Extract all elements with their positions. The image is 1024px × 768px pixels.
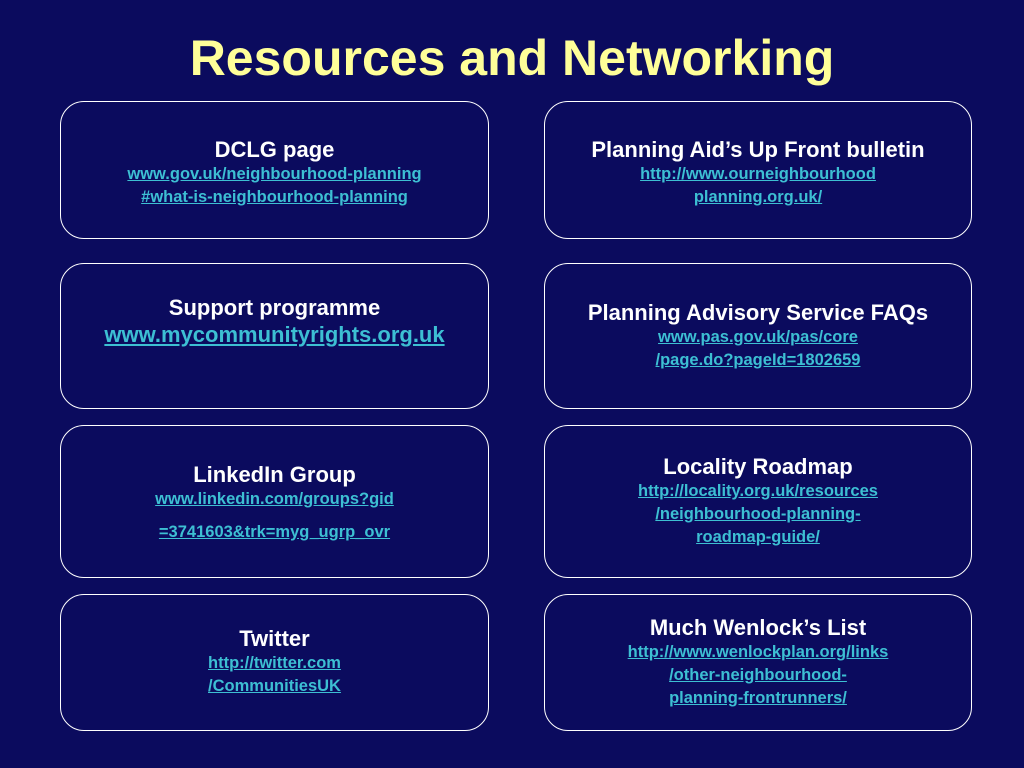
linkedin-link-line-1[interactable]: www.linkedin.com/groups?gid: [155, 490, 394, 508]
card-heading: DCLG page: [214, 137, 335, 162]
link-group: http://twitter.com /CommunitiesUK: [208, 652, 341, 698]
resource-card-dclg: DCLG page www.gov.uk/neighbourhood-plann…: [60, 101, 489, 239]
link-group: www.mycommunityrights.org.uk: [104, 321, 444, 349]
wenlock-link-line-1[interactable]: http://www.wenlockplan.org/links: [627, 643, 889, 661]
resource-card-much-wenlock: Much Wenlock’s List http://www.wenlockpl…: [544, 594, 972, 731]
card-heading: LinkedIn Group: [193, 462, 356, 487]
card-heading: Support programme: [168, 295, 381, 320]
pas-link-line-2[interactable]: /page.do?pageId=1802659: [655, 351, 861, 369]
locality-link-line-2[interactable]: /neighbourhood-planning-: [655, 505, 861, 523]
resource-card-twitter: Twitter http://twitter.com /CommunitiesU…: [60, 594, 489, 731]
link-group: www.pas.gov.uk/pas/core /page.do?pageId=…: [656, 326, 861, 372]
twitter-link-line-1[interactable]: http://twitter.com: [208, 654, 341, 672]
planning-aid-link-line-1[interactable]: http://www.ourneighbourhood: [640, 165, 876, 183]
planning-aid-link-line-2[interactable]: planning.org.uk/: [693, 188, 823, 206]
card-heading: Locality Roadmap: [663, 454, 853, 479]
link-group: http://locality.org.uk/resources /neighb…: [638, 480, 878, 549]
resource-card-pas-faqs: Planning Advisory Service FAQs www.pas.g…: [544, 263, 972, 409]
resource-card-support-programme: Support programme www.mycommunityrights.…: [60, 263, 489, 409]
locality-link-line-1[interactable]: http://locality.org.uk/resources: [638, 482, 878, 500]
page-title: Resources and Networking: [189, 30, 835, 86]
card-heading: Planning Advisory Service FAQs: [587, 300, 929, 325]
dclg-link-line-2[interactable]: #what-is-neighbourhood-planning: [141, 188, 408, 206]
card-heading: Planning Aid’s Up Front bulletin: [591, 137, 925, 162]
link-group: http://www.ourneighbourhood planning.org…: [640, 163, 876, 209]
pas-link-line-1[interactable]: www.pas.gov.uk/pas/core: [658, 328, 858, 346]
card-heading: Much Wenlock’s List: [649, 615, 867, 640]
twitter-link-line-2[interactable]: /CommunitiesUK: [208, 677, 341, 695]
resource-card-planning-aid: Planning Aid’s Up Front bulletin http://…: [544, 101, 972, 239]
resource-card-linkedin: LinkedIn Group www.linkedin.com/groups?g…: [60, 425, 489, 578]
support-programme-link[interactable]: www.mycommunityrights.org.uk: [104, 322, 445, 347]
resource-card-locality-roadmap: Locality Roadmap http://locality.org.uk/…: [544, 425, 972, 578]
wenlock-link-line-2[interactable]: /other-neighbourhood-: [669, 666, 847, 684]
wenlock-link-line-3[interactable]: planning-frontrunners/: [669, 689, 847, 707]
card-heading: Twitter: [239, 626, 310, 651]
link-group: www.gov.uk/neighbourhood-planning #what-…: [127, 163, 421, 209]
link-group: www.linkedin.com/groups?gid =3741603&trk…: [155, 488, 394, 544]
dclg-link-line-1[interactable]: www.gov.uk/neighbourhood-planning: [127, 165, 422, 183]
linkedin-link-line-2[interactable]: =3741603&trk=myg_ugrp_ovr: [158, 523, 391, 541]
link-group: http://www.wenlockplan.org/links /other-…: [628, 641, 889, 710]
locality-link-line-3[interactable]: roadmap-guide/: [696, 528, 820, 546]
